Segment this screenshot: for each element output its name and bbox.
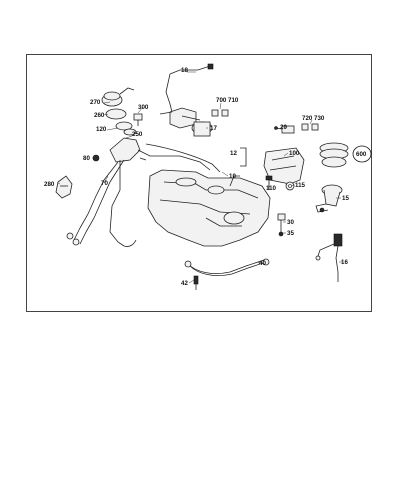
label-270: 270 xyxy=(90,99,101,106)
ring-120 xyxy=(115,121,137,136)
bolt-30-35 xyxy=(277,213,286,237)
label-12: 12 xyxy=(230,150,237,157)
callout-labels: 18 270 260 120 300 250 700 710 17 20 720… xyxy=(44,67,367,287)
heat-shield-100 xyxy=(263,147,305,185)
fastener-42 xyxy=(193,275,199,290)
label-300: 300 xyxy=(138,104,149,111)
label-15: 15 xyxy=(342,195,349,202)
label-280: 280 xyxy=(44,181,55,188)
label-80: 80 xyxy=(83,155,90,162)
label-42: 42 xyxy=(181,280,188,287)
clip-300 xyxy=(133,113,143,126)
label-100: 100 xyxy=(289,150,300,157)
label-250: 250 xyxy=(132,131,143,138)
label-40: 40 xyxy=(259,260,266,267)
fuel-tank xyxy=(147,169,271,247)
clips-720-730 xyxy=(301,123,319,131)
sensor-16 xyxy=(315,233,343,282)
label-10: 10 xyxy=(229,173,236,180)
label-35: 35 xyxy=(287,230,294,237)
sender-unit-15 xyxy=(315,184,343,213)
label-18-top: 18 xyxy=(181,67,188,74)
bracket-280 xyxy=(55,175,73,199)
leader-lines xyxy=(57,71,343,284)
ring-assembly-600 xyxy=(319,142,372,168)
label-16: 16 xyxy=(341,259,348,266)
label-115: 115 xyxy=(295,182,306,189)
label-260: 260 xyxy=(94,112,105,119)
filler-cap-270 xyxy=(101,87,135,107)
label-17: 17 xyxy=(210,125,217,132)
label-600: 600 xyxy=(356,151,367,158)
strap-40 xyxy=(184,258,270,276)
nut-115 xyxy=(285,181,295,191)
vent-hose xyxy=(145,143,221,173)
clip-12 xyxy=(240,147,247,167)
clips-700-710 xyxy=(211,109,229,117)
seal-ring-260 xyxy=(105,108,127,120)
label-20: 20 xyxy=(280,124,287,131)
connector-20 xyxy=(274,125,295,134)
label-70: 70 xyxy=(101,180,108,187)
label-110: 110 xyxy=(266,185,277,192)
fuel-pump-module-17 xyxy=(159,63,214,137)
label-120: 120 xyxy=(96,126,107,133)
label-720-730: 720 730 xyxy=(302,115,325,122)
label-700-710: 700 710 xyxy=(216,97,239,104)
label-30: 30 xyxy=(287,219,294,226)
